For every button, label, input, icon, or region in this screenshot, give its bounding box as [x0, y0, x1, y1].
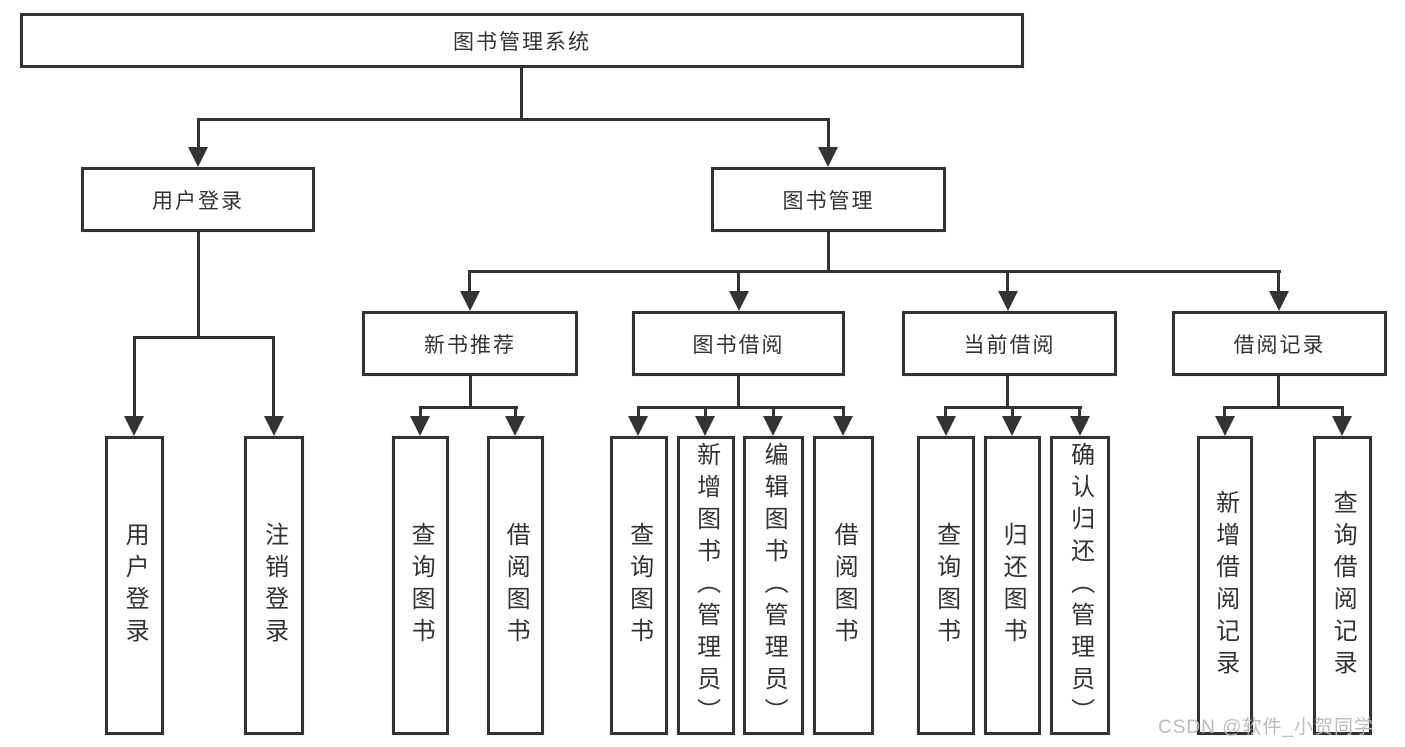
arrowhead-down-icon	[833, 416, 853, 436]
node-borrow-record-label: 借阅记录	[1233, 333, 1326, 357]
leaf-newbook-query: 查询图书	[392, 436, 449, 735]
connector-line	[944, 406, 947, 418]
node-book-borrow-label: 图书借阅	[692, 333, 785, 357]
connector-line	[419, 406, 422, 418]
connector-line	[419, 406, 518, 409]
arrowhead-down-icon	[505, 416, 525, 436]
connector-line	[1277, 376, 1280, 408]
node-new-book-recommend-label: 新书推荐	[424, 333, 516, 357]
leaf-label: 借阅图书	[830, 521, 858, 650]
arrowhead-down-icon	[460, 291, 480, 311]
arrowhead-down-icon	[410, 416, 430, 436]
connector-line	[1011, 406, 1014, 418]
node-new-book-recommend: 新书推荐	[362, 311, 578, 376]
leaf-current-query: 查询图书	[917, 436, 975, 735]
arrowhead-down-icon	[1269, 291, 1289, 311]
node-current-borrow: 当前借阅	[902, 311, 1117, 376]
leaf-label: 借阅图书	[502, 521, 530, 650]
connector-line	[468, 270, 1281, 273]
node-root-label: 图书管理系统	[453, 30, 591, 54]
connector-line	[1223, 406, 1226, 418]
node-root: 图书管理系统	[20, 13, 1024, 68]
node-borrow-record: 借阅记录	[1172, 311, 1387, 376]
connector-line	[197, 118, 200, 150]
connector-line	[469, 376, 472, 408]
connector-line	[772, 406, 775, 418]
leaf-newbook-borrow: 借阅图书	[487, 436, 544, 735]
leaf-label: 新增借阅记录	[1211, 489, 1239, 682]
arrowhead-down-icon	[1070, 416, 1090, 436]
leaf-label: 查询图书	[932, 521, 960, 650]
leaf-user-login-login: 用户登录	[105, 436, 164, 735]
connector-line	[468, 270, 471, 293]
leaf-current-confirm-return-admin: 确认归还（管理员）	[1050, 436, 1110, 735]
node-book-management-label: 图书管理	[782, 189, 875, 213]
node-user-login-label: 用户登录	[152, 189, 244, 213]
leaf-user-login-logout: 注销登录	[244, 436, 304, 735]
connector-line	[197, 232, 200, 336]
node-book-management: 图书管理	[711, 167, 946, 232]
connector-line	[637, 406, 845, 409]
leaf-label: 用户登录	[121, 521, 149, 650]
arrowhead-down-icon	[264, 416, 284, 436]
leaf-current-return: 归还图书	[984, 436, 1041, 735]
arrowhead-down-icon	[124, 416, 144, 436]
connector-line	[704, 406, 707, 418]
arrowhead-down-icon	[628, 416, 648, 436]
node-book-borrow: 图书借阅	[632, 311, 845, 376]
leaf-label: 归还图书	[999, 521, 1027, 650]
leaf-label: 查询图书	[625, 521, 653, 650]
connector-line	[520, 68, 523, 118]
node-current-borrow-label: 当前借阅	[963, 333, 1056, 357]
arrowhead-down-icon	[998, 291, 1018, 311]
connector-line	[842, 406, 845, 418]
connector-line	[1223, 406, 1344, 409]
connector-line	[197, 118, 830, 121]
arrowhead-down-icon	[1002, 416, 1022, 436]
connector-line	[827, 118, 830, 150]
arrowhead-down-icon	[188, 147, 208, 167]
connector-line	[1006, 376, 1009, 408]
connector-line	[737, 270, 740, 293]
arrowhead-down-icon	[1332, 416, 1352, 436]
connector-line	[1078, 406, 1081, 418]
csdn-watermark: CSDN @软件_小贺同学	[1158, 717, 1374, 738]
node-user-login: 用户登录	[81, 167, 315, 232]
leaf-record-add: 新增借阅记录	[1197, 436, 1253, 735]
arrowhead-down-icon	[763, 416, 783, 436]
connector-line	[1006, 270, 1009, 293]
arrowhead-down-icon	[1215, 416, 1235, 436]
leaf-label: 新增图书（管理员）	[692, 441, 720, 730]
leaf-borrow-edit-admin: 编辑图书（管理员）	[743, 436, 804, 735]
leaf-borrow-borrow: 借阅图书	[813, 436, 874, 735]
connector-line	[827, 232, 830, 272]
arrowhead-down-icon	[729, 291, 749, 311]
leaf-label: 确认归还（管理员）	[1066, 441, 1094, 730]
connector-line	[133, 336, 136, 418]
connector-line	[637, 406, 640, 418]
connector-line	[737, 376, 740, 408]
connector-line	[514, 406, 517, 418]
connector-line	[272, 336, 275, 418]
connector-line	[133, 336, 275, 339]
leaf-label: 编辑图书（管理员）	[760, 441, 788, 730]
arrowhead-down-icon	[695, 416, 715, 436]
leaf-label: 查询借阅记录	[1329, 489, 1357, 682]
connector-line	[1341, 406, 1344, 418]
leaf-borrow-query: 查询图书	[610, 436, 668, 735]
arrowhead-down-icon	[936, 416, 956, 436]
leaf-label: 查询图书	[407, 521, 435, 650]
arrowhead-down-icon	[818, 147, 838, 167]
leaf-record-query: 查询借阅记录	[1313, 436, 1372, 735]
leaf-borrow-add-admin: 新增图书（管理员）	[677, 436, 735, 735]
leaf-label: 注销登录	[260, 521, 288, 650]
connector-line	[1277, 270, 1280, 293]
